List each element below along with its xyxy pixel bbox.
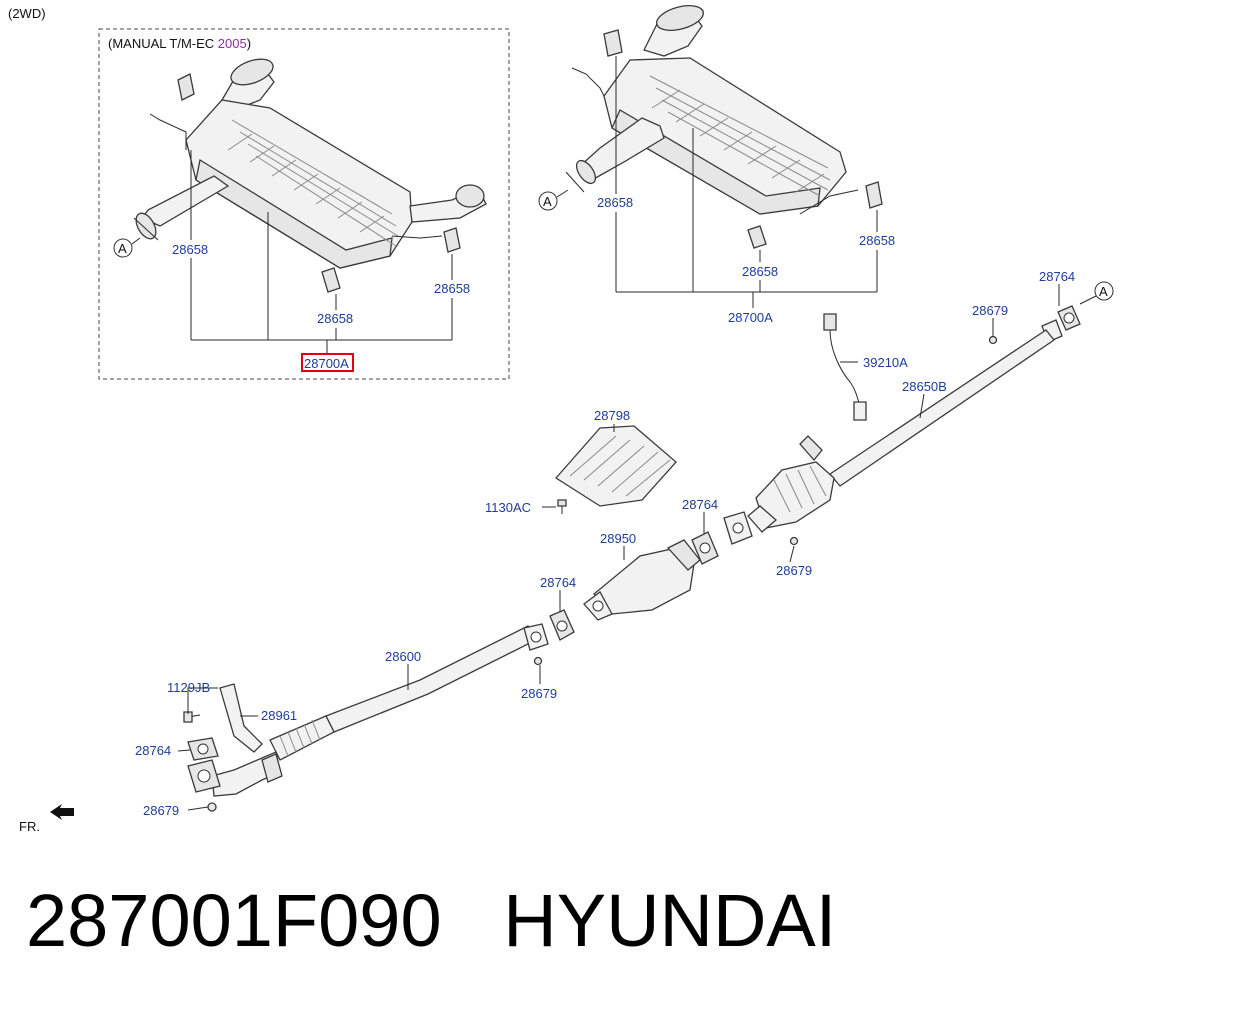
label-front-pipe: 28600 — [385, 649, 421, 664]
label-center-pipe: 28650B — [902, 379, 947, 394]
callout-a-inset — [113, 238, 133, 258]
nut-mid-icon — [789, 536, 799, 546]
label-sensor: 39210A — [863, 355, 908, 370]
label-gasket-cat: 28764 — [540, 575, 576, 590]
inset-label-hanger-right: 28658 — [434, 281, 470, 296]
nut-front-pipe-icon — [533, 656, 543, 666]
inset-assembly-highlight — [301, 353, 354, 372]
inset-label-hanger-left: 28658 — [172, 242, 208, 257]
part-number: 287001F090 — [26, 879, 442, 962]
callout-a-exhaust — [1094, 281, 1114, 301]
front-direction-indicator: FR. — [19, 804, 74, 834]
label-heat-shield: 28798 — [594, 408, 630, 423]
inset-label-assembly: 28700A — [304, 356, 349, 371]
callout-a-inset-label: A — [118, 241, 127, 256]
brand-name: HYUNDAI — [503, 879, 837, 962]
variant-label: (2WD) — [8, 6, 46, 21]
exhaust-system-drawing — [183, 305, 1081, 812]
nut-rear-icon — [988, 335, 998, 345]
label-gasket-manifold: 28764 — [135, 743, 171, 758]
label-bracket: 28961 — [261, 708, 297, 723]
inset-muffler-drawing — [133, 58, 487, 293]
callout-a-main-label: A — [543, 194, 552, 209]
inset-title: (MANUAL T/M-EC 2005) — [108, 36, 251, 51]
label-bolt-bracket: 1129JB — [167, 680, 210, 695]
callout-a-exhaust-label: A — [1099, 284, 1108, 299]
main-label-assembly: 28700A — [728, 310, 773, 325]
part-caption: 287001F090 HYUNDAI — [26, 884, 836, 958]
label-nut-rear: 28679 — [972, 303, 1008, 318]
label-gasket-mid: 28764 — [682, 497, 718, 512]
main-muffler-drawing — [565, 5, 883, 249]
label-bolt-shield: 1130AC — [485, 500, 531, 515]
label-nut-mid: 28679 — [776, 563, 812, 578]
label-nut-front-pipe: 28679 — [521, 686, 557, 701]
main-label-hanger-center: 28658 — [742, 264, 778, 279]
inset-panel: (MANUAL T/M-EC 2005) — [98, 28, 510, 380]
callout-a-main — [538, 191, 558, 211]
nut-manifold-icon — [207, 802, 217, 812]
label-catalytic-converter: 28950 — [600, 531, 636, 546]
inset-label-hanger-bottom: 28658 — [317, 311, 353, 326]
inset-border — [98, 28, 510, 380]
label-nut-manifold: 28679 — [143, 803, 179, 818]
front-label: FR. — [19, 819, 40, 834]
main-label-hanger-left: 28658 — [597, 195, 633, 210]
main-label-hanger-right: 28658 — [859, 233, 895, 248]
front-arrow-icon — [50, 804, 74, 820]
label-gasket-rear: 28764 — [1039, 269, 1075, 284]
